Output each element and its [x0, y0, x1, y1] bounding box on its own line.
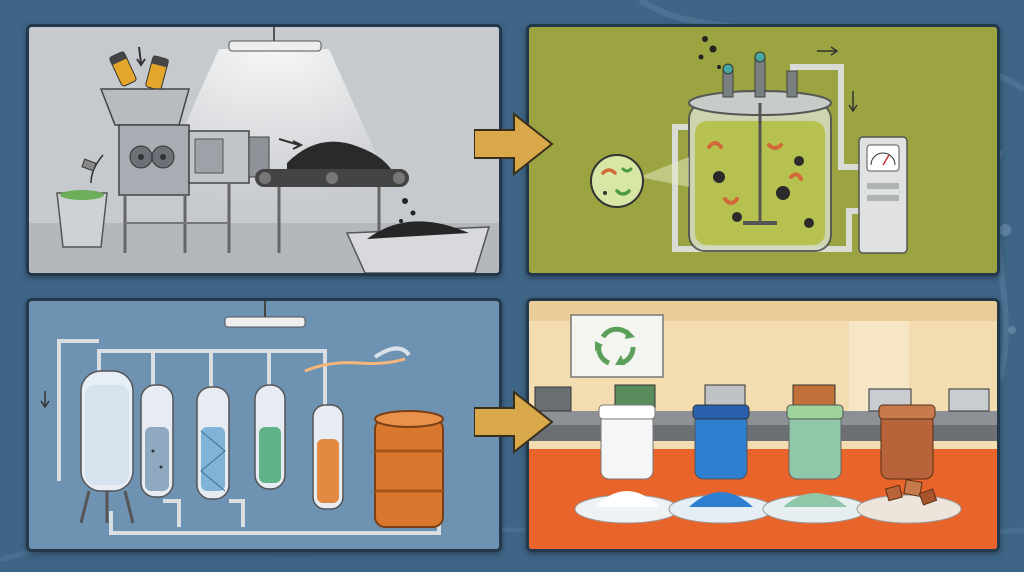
conveyor-belt	[255, 138, 409, 253]
black-mass-bin	[345, 221, 491, 273]
blue-crystal-jar	[668, 404, 774, 524]
purification-column-3	[254, 384, 286, 490]
shredder-machine	[99, 88, 270, 253]
flow-arrow-bottom	[474, 390, 554, 454]
purification-columns-panel	[26, 298, 502, 552]
black-mass-particles	[399, 198, 416, 223]
battery-shredding-panel	[26, 24, 502, 276]
bioleaching-reactor-panel	[526, 24, 1000, 276]
copper-flakes-jar	[856, 404, 962, 524]
scrap-bin	[56, 154, 108, 248]
battery-cells	[108, 46, 169, 91]
recovered-materials-panel	[526, 298, 1000, 552]
control-unit	[858, 136, 908, 254]
ceiling-lamp	[224, 301, 306, 328]
purification-column-1	[140, 384, 174, 498]
orange-drum	[374, 410, 444, 528]
purification-column-2	[196, 386, 230, 500]
flow-arrow-top	[474, 112, 554, 176]
green-powder-jar	[762, 404, 868, 524]
microbe-magnifier-icon	[590, 154, 689, 208]
ceiling-lamp	[228, 27, 322, 52]
recycle-icon	[570, 314, 664, 378]
white-powder-jar	[574, 404, 680, 524]
storage-tank	[79, 370, 135, 524]
bioreactor-vessel	[688, 51, 832, 252]
purification-column-4	[312, 404, 344, 510]
